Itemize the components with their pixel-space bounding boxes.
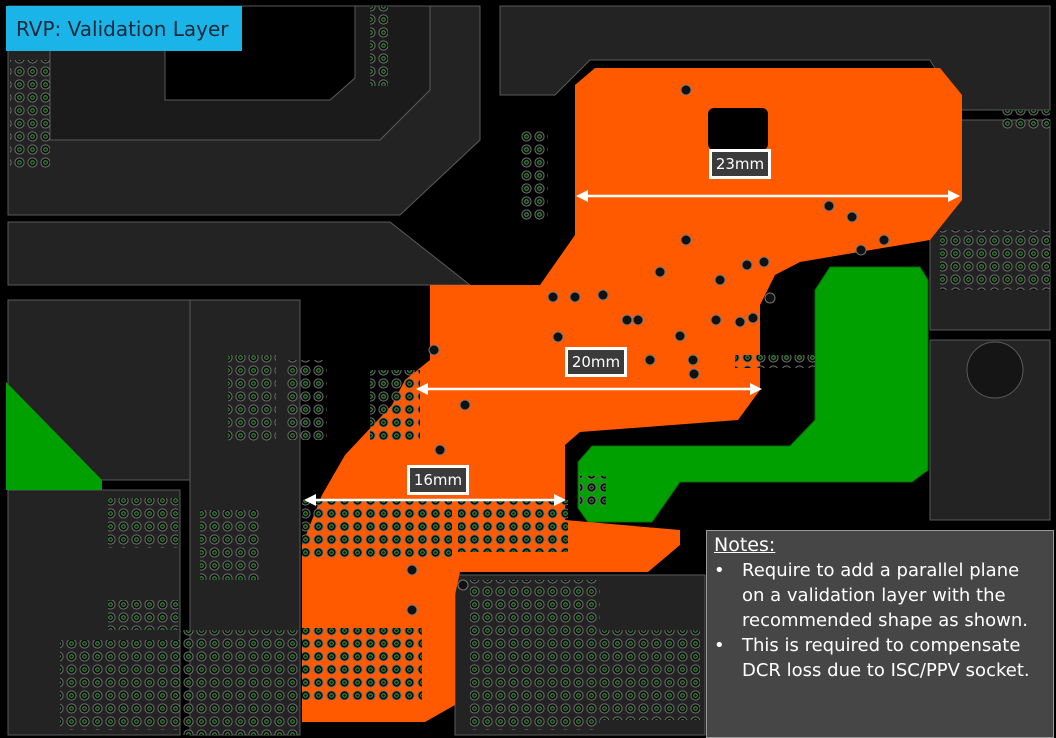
plane-cutout xyxy=(708,108,768,150)
notes-heading: Notes: xyxy=(714,534,776,556)
notes-list: Require to add a parallel plane on a val… xyxy=(714,558,1045,683)
notes-panel: Notes: Require to add a parallel plane o… xyxy=(706,530,1054,738)
orange-validation-plane xyxy=(302,68,962,722)
green-plane-left xyxy=(6,382,102,490)
page-title: RVP: Validation Layer xyxy=(6,6,242,51)
dimension-label-23mm: 23mm xyxy=(709,149,771,179)
note-item: This is required to compensate DCR loss … xyxy=(714,633,1045,683)
dimension-label-20mm: 20mm xyxy=(565,347,627,377)
plane-vias xyxy=(406,84,890,616)
via-fields xyxy=(10,6,1050,735)
dimension-arrows xyxy=(304,190,960,506)
note-item: Require to add a parallel plane on a val… xyxy=(714,558,1045,633)
dimension-label-16mm: 16mm xyxy=(407,465,469,495)
